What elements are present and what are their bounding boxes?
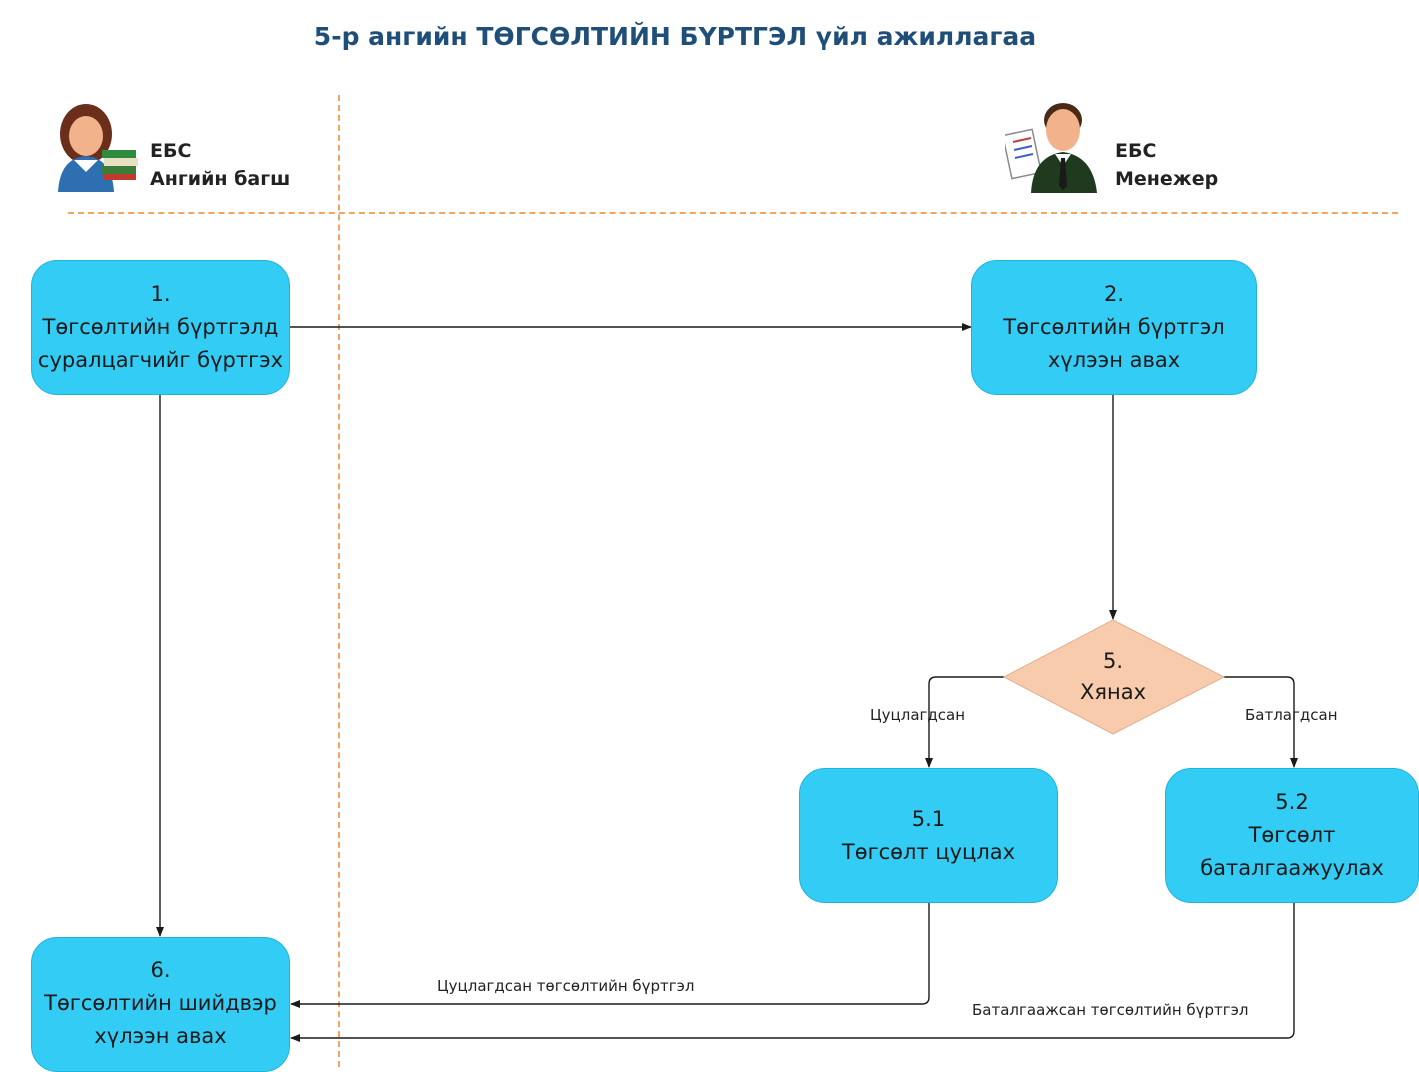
step-5-1-label: Төгсөлт цуцлах bbox=[841, 839, 1016, 864]
step-6-receive-decision[interactable]: 6. Төгсөлтийн шийдвэр хүлээн авах bbox=[31, 937, 290, 1072]
step-6-number: 6. bbox=[150, 958, 171, 982]
step-5-1-number: 5.1 bbox=[911, 806, 946, 831]
manager-role: ЕБС Менежер bbox=[1115, 137, 1218, 193]
decision-diamond bbox=[1002, 619, 1226, 735]
step-2-label-line2: хүлээн авах bbox=[1047, 348, 1181, 372]
edge-5-to-51 bbox=[925, 676, 1004, 768]
step-2-receive-registration[interactable]: 2. Төгсөлтийн бүртгэл хүлээн авах bbox=[971, 260, 1257, 395]
step-5-review[interactable]: 5. Хянах bbox=[1013, 646, 1213, 708]
step-5-label: Хянах bbox=[1079, 680, 1147, 704]
teacher-role-org: ЕБС bbox=[150, 140, 192, 162]
teacher-avatar-icon bbox=[58, 104, 138, 192]
step-1-label-line1: Төгсөлтийн бүртгэлд bbox=[42, 315, 279, 339]
step-1-number: 1. bbox=[150, 282, 171, 306]
edge-5-to-52 bbox=[1224, 676, 1298, 768]
step-5-2-label-line2: баталгаажуулах bbox=[1200, 856, 1384, 880]
step-5-number: 5. bbox=[1102, 649, 1124, 673]
step-6-label-line2: хүлээн авах bbox=[94, 1024, 227, 1048]
teacher-role-title: Ангийн багш bbox=[150, 168, 291, 190]
swimlane-vertical-divider bbox=[338, 95, 340, 1067]
step-1-label-line2: суралцагчийг бүртгэх bbox=[37, 348, 284, 372]
step-5-1-cancel-graduation[interactable]: 5.1 Төгсөлт цуцлах bbox=[799, 768, 1058, 903]
teacher-role: ЕБС Ангийн багш bbox=[150, 137, 290, 193]
edge-label-cancelled-branch: Цуцлагдсан bbox=[870, 706, 966, 724]
edge-label-approved-record: Баталгаажсан төгсөлтийн бүртгэл bbox=[972, 1001, 1249, 1019]
manager-avatar-icon bbox=[1005, 103, 1097, 193]
step-2-label-line1: Төгсөлтийн бүртгэл bbox=[1003, 315, 1225, 339]
step-5-2-approve-graduation[interactable]: 5.2 Төгсөлт баталгаажуулах bbox=[1165, 768, 1419, 903]
edge-51-to-6 bbox=[290, 902, 930, 1008]
step-5-2-number: 5.2 bbox=[1275, 790, 1309, 814]
edge-label-approved-branch: Батлагдсан bbox=[1245, 706, 1338, 724]
diagram-title: 5-р ангийн ТӨГСӨЛТИЙН БҮРТГЭЛ үйл ажилла… bbox=[313, 22, 1037, 51]
step-6-label-line1: Төгсөлтийн шийдвэр bbox=[44, 991, 277, 1015]
edge-52-to-6 bbox=[290, 902, 1295, 1042]
manager-role-title: Менежер bbox=[1115, 168, 1219, 190]
swimlane-header-divider bbox=[68, 212, 1398, 214]
manager-role-org: ЕБС bbox=[1115, 140, 1157, 162]
step-1-register-students[interactable]: 1. Төгсөлтийн бүртгэлд суралцагчийг бүрт… bbox=[31, 260, 290, 395]
step-5-2-label-line1: Төгсөлт bbox=[1248, 823, 1336, 847]
step-2-number: 2. bbox=[1103, 282, 1125, 306]
edge-label-cancelled-record: Цуцлагдсан төгсөлтийн бүртгэл bbox=[437, 977, 695, 995]
